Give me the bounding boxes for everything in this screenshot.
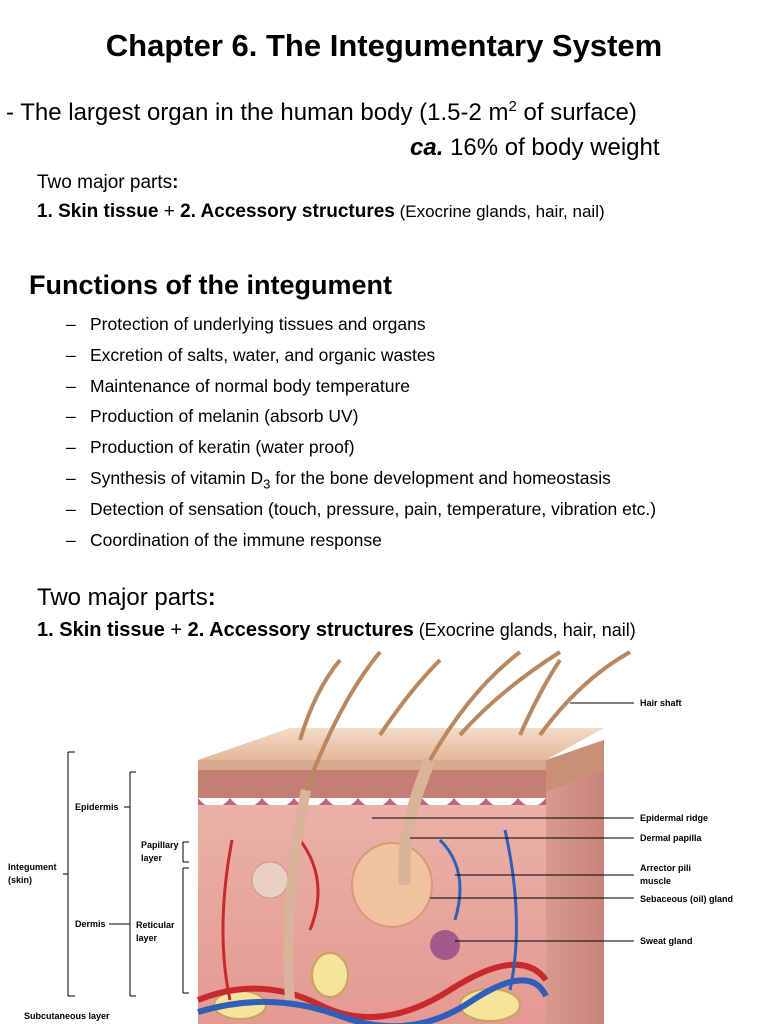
hair-shaft-line-3 xyxy=(298,658,342,741)
hair-shaft-line-6 xyxy=(538,650,631,737)
dash: – xyxy=(66,529,76,550)
parts-label-bottom: Two major parts: xyxy=(37,584,216,612)
label-integument-line1: Integument xyxy=(8,862,57,872)
functions-heading: Functions of the integument xyxy=(29,270,392,300)
list-item: –Synthesis of vitamin D3 for the bone de… xyxy=(66,468,656,499)
list-item: –Excretion of salts, water, and organic … xyxy=(66,345,656,376)
parts-label-colon: : xyxy=(207,584,216,611)
list-item: –Production of keratin (water proof) xyxy=(66,437,656,468)
list-item-text: Maintenance of normal body temperature xyxy=(90,375,411,396)
hair-shaft-line-2 xyxy=(428,650,522,761)
capillary-2 xyxy=(503,829,518,991)
label-dermal-papilla: Dermal papilla xyxy=(640,833,702,843)
dash: – xyxy=(66,344,76,365)
list-item-text-end: for the bone development and homeostasis xyxy=(270,467,611,488)
list-item: –Protection of underlying tissues and or… xyxy=(66,314,656,345)
parts-label: Two major parts: xyxy=(37,172,178,194)
hair-shaft-line-7 xyxy=(518,658,562,736)
list-item-text: Synthesis of vitamin D xyxy=(90,467,264,488)
dash: – xyxy=(66,375,76,396)
list-item-text: Production of melanin (absorb UV) xyxy=(90,406,359,427)
intro-text: - The largest organ in the human body (1… xyxy=(6,99,509,126)
parts-label-text: Two major parts xyxy=(37,584,208,611)
hair-follicle-2 xyxy=(398,757,436,886)
capillary-3 xyxy=(298,839,320,931)
label-reticular-line2: layer xyxy=(136,933,158,943)
sweat-gland xyxy=(430,930,460,960)
list-item: –Detection of sensation (touch, pressure… xyxy=(66,499,656,530)
parts-note: (Exocrine glands, hair, nail) xyxy=(413,620,636,640)
hair-shaft-line xyxy=(304,650,382,791)
functions-list: –Protection of underlying tissues and or… xyxy=(66,314,656,560)
label-papillary-layer: Papillary layer xyxy=(141,839,179,865)
skin-tissue: 1. Skin tissue xyxy=(37,619,165,641)
list-item: –Production of melanin (absorb UV) xyxy=(66,406,656,437)
list-item-text: Protection of underlying tissues and org… xyxy=(90,314,426,334)
block-side xyxy=(546,740,604,1024)
superscript: 2 xyxy=(508,98,517,115)
parts-label-text: Two major parts xyxy=(37,172,173,193)
intro-text-end: of surface) xyxy=(516,99,637,126)
block-side-epidermis xyxy=(546,740,604,792)
label-epidermis: Epidermis xyxy=(75,802,119,812)
label-reticular-layer: Reticular layer xyxy=(136,919,175,945)
plus: + xyxy=(164,619,188,641)
body-weight-text: 16% of body weight xyxy=(443,134,660,161)
hair-shafts xyxy=(298,650,631,791)
parts-list-bottom: 1. Skin tissue + 2. Accessory structures… xyxy=(37,619,636,642)
dash: – xyxy=(66,437,76,458)
accessory-structures: 2. Accessory structures xyxy=(187,619,414,641)
label-papillary-line1: Papillary xyxy=(141,840,179,850)
leader-lines xyxy=(63,702,634,997)
label-papillary-line2: layer xyxy=(141,853,163,863)
list-item-text: Excretion of salts, water, and organic w… xyxy=(90,344,436,365)
list-item: –Coordination of the immune response xyxy=(66,530,656,561)
label-hair-shaft: Hair shaft xyxy=(640,698,682,708)
fat-cell xyxy=(311,952,349,998)
list-item-text: Detection of sensation (touch, pressure,… xyxy=(90,498,657,519)
label-arrector-pili-line1: Arrector pili xyxy=(640,863,692,873)
hair-follicle xyxy=(283,788,311,1001)
dash: – xyxy=(66,498,76,519)
label-arrector-pili: Arrector pili muscle xyxy=(640,862,691,888)
parts-list: 1. Skin tissue + 2. Accessory structures… xyxy=(37,201,605,223)
intro-line-2: ca. 16% of body weight xyxy=(410,134,660,162)
label-dermis: Dermis xyxy=(75,919,106,929)
circa-label: ca. xyxy=(410,134,444,161)
list-item-text: Coordination of the immune response xyxy=(90,529,382,550)
skin-tissue: 1. Skin tissue xyxy=(37,201,159,222)
list-item: –Maintenance of normal body temperature xyxy=(66,376,656,407)
label-epidermal-ridge: Epidermal ridge xyxy=(640,813,709,823)
epidermis-layer xyxy=(198,770,546,798)
artery xyxy=(196,961,549,1020)
label-sebaceous-gland: Sebaceous (oil) gland xyxy=(640,894,734,904)
label-subcutaneous-layer: Subcutaneous layer xyxy=(24,1011,110,1021)
sebaceous-gland xyxy=(351,842,433,928)
label-sweat-gland: Sweat gland xyxy=(640,936,693,946)
subscript: 3 xyxy=(263,476,271,492)
dash: – xyxy=(66,314,76,334)
label-arrector-pili-line2: muscle xyxy=(640,876,672,886)
intro-line-1: - The largest organ in the human body (1… xyxy=(6,98,637,127)
page-title: Chapter 6. The Integumentary System xyxy=(105,28,663,63)
label-integument: Integument (skin) xyxy=(8,861,57,887)
parts-note: (Exocrine glands, hair, nail) xyxy=(394,202,605,221)
sweat-gland-2 xyxy=(251,861,289,899)
parts-label-colon: : xyxy=(172,172,179,193)
list-item-text: Production of keratin (water proof) xyxy=(90,437,355,458)
dash: – xyxy=(66,406,76,427)
plus: + xyxy=(158,201,181,222)
hair-shaft-line-4 xyxy=(378,658,442,737)
skin-surface-front-edge xyxy=(198,760,546,770)
label-reticular-line1: Reticular xyxy=(136,920,175,930)
label-integument-line2: (skin) xyxy=(8,875,33,885)
capillary xyxy=(221,839,234,1001)
dash: – xyxy=(66,467,76,488)
hair-shaft-line-5 xyxy=(458,650,562,737)
accessory-structures: 2. Accessory structures xyxy=(180,201,395,222)
